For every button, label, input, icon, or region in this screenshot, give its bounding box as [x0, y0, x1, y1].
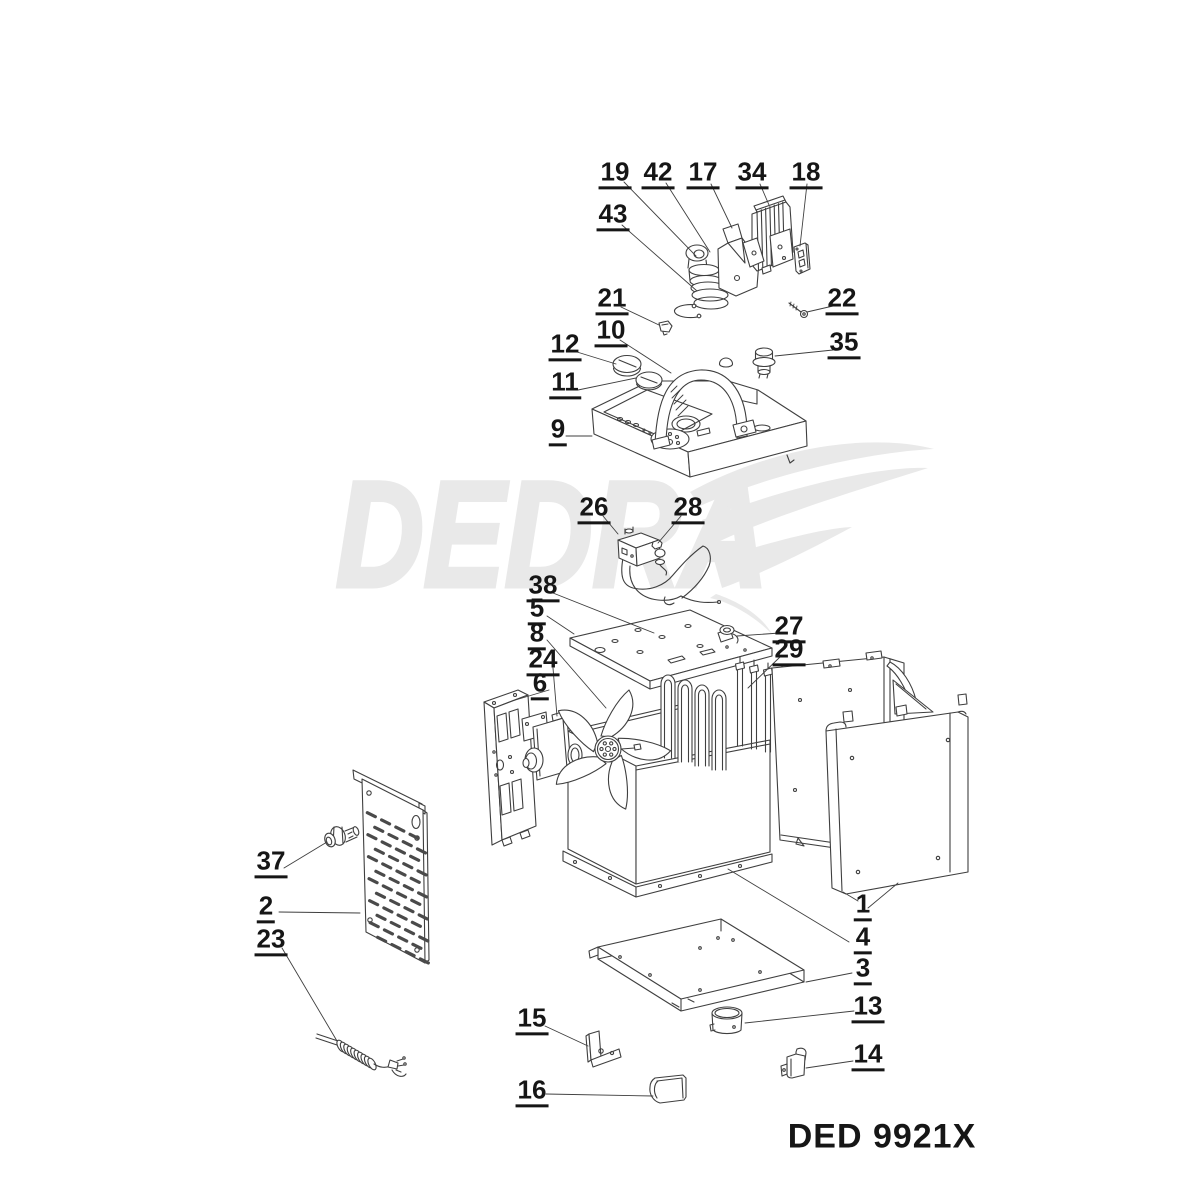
- part-top-housing: [592, 370, 807, 477]
- part-mount-plate: [794, 243, 810, 274]
- callout-16: 16: [515, 1076, 549, 1108]
- part-cap-dome: [720, 358, 733, 367]
- part-fan-blade: [550, 690, 672, 811]
- callout-6: 6: [530, 669, 550, 701]
- carry-handle: [655, 370, 747, 444]
- part-pilot-lamp: [753, 348, 775, 378]
- part-cable-gland: [323, 825, 360, 849]
- watermark-text: DEDRA: [336, 450, 768, 618]
- part-foot-front: [710, 1007, 742, 1034]
- part-motor: [743, 196, 793, 274]
- model-code: DED 9921X: [787, 1117, 977, 1156]
- part-bracket-clamp: [650, 1075, 686, 1103]
- brand-watermark: DEDRA: [334, 442, 934, 634]
- callout-5: 5: [527, 594, 547, 626]
- fan-blades: [550, 690, 672, 811]
- callout-26: 26: [577, 493, 611, 525]
- part-safety-thermostat: [718, 626, 738, 644]
- callout-19: 19: [598, 158, 632, 190]
- part-clip: [659, 321, 672, 335]
- callout-34: 34: [735, 158, 769, 190]
- part-fan-motor: [522, 712, 582, 780]
- part-grille: [353, 770, 429, 963]
- part-foot-rear: [781, 1048, 806, 1078]
- part-fan-motor-frame: [484, 690, 672, 846]
- part-heating-elements: [661, 657, 787, 770]
- part-knob-thermostat: [613, 356, 641, 377]
- part-bracket-left: [586, 1031, 621, 1067]
- callout-29: 29: [772, 635, 806, 667]
- callout-24: 24: [526, 645, 560, 677]
- callout-28: 28: [671, 493, 705, 525]
- callout-1: 1: [853, 890, 873, 922]
- callout-27: 27: [772, 612, 806, 644]
- callout-38: 38: [526, 571, 560, 603]
- callout-17: 17: [686, 158, 720, 190]
- watermark-swoosh-icon: [690, 442, 934, 634]
- part-screw: [789, 302, 808, 318]
- part-switch-wiring: [618, 527, 721, 605]
- callout-12: 12: [548, 330, 582, 362]
- part-knob-power: [636, 372, 662, 390]
- callout-42: 42: [641, 158, 675, 190]
- callout-35: 35: [827, 328, 861, 360]
- callout-4: 4: [853, 923, 873, 955]
- callout-22: 22: [825, 284, 859, 316]
- leader-lines: [279, 182, 898, 1096]
- callout-15: 15: [515, 1004, 549, 1036]
- callout-23: 23: [254, 925, 288, 957]
- callout-10: 10: [594, 316, 628, 348]
- grille-slots: [367, 813, 428, 963]
- heating-loops: [661, 675, 726, 770]
- callout-14: 14: [851, 1040, 885, 1072]
- callout-21: 21: [595, 284, 629, 316]
- part-outer-housing: [826, 694, 968, 894]
- callout-9: 9: [548, 415, 568, 447]
- callout-11: 11: [549, 368, 581, 400]
- callout-2: 2: [256, 892, 276, 924]
- callout-13: 13: [851, 992, 885, 1024]
- cord-spring: [335, 1039, 378, 1071]
- callout-37: 37: [254, 847, 288, 879]
- callout-18: 18: [789, 158, 823, 190]
- part-power-cord: [316, 1034, 406, 1076]
- callout-43: 43: [596, 200, 630, 232]
- callout-8: 8: [527, 619, 547, 651]
- callout-3: 3: [853, 954, 873, 986]
- part-bottom-plate: [589, 919, 804, 1011]
- part-circlip: [674, 304, 701, 318]
